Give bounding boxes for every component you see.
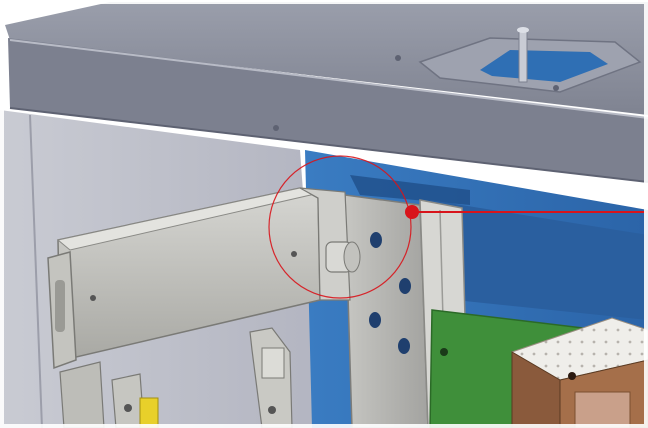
vertical-rod (518, 29, 528, 83)
box-inner-panel (574, 391, 631, 428)
hinge-plate (344, 194, 429, 428)
yellow-tab (139, 397, 159, 428)
callout-circle (268, 155, 412, 299)
rail-hole (291, 251, 297, 257)
frame-bottom-edge (9, 107, 648, 183)
blue-panel-dark-strip (430, 200, 648, 320)
box-screw (568, 372, 576, 380)
perforated-box-front (511, 351, 561, 428)
screw-hole (273, 125, 279, 131)
rod-cap (517, 27, 529, 33)
board-hole (440, 348, 448, 356)
lower-bracket-mid (111, 373, 145, 428)
rail-end-slot (55, 280, 65, 332)
plate-hole (369, 312, 381, 328)
bracket-hole (268, 406, 276, 414)
hinge-pin-head (343, 241, 361, 273)
plate-hole (399, 278, 411, 294)
plate-hole (370, 232, 382, 248)
plate-hole (398, 338, 410, 354)
wall-edge (29, 114, 43, 428)
frame-edge-highlight (9, 39, 648, 119)
bracket-hole (124, 404, 132, 412)
screw-hole (553, 85, 559, 91)
frame-top-surface (5, 2, 648, 115)
screw-hole (395, 55, 401, 61)
blue-panel-shadow (350, 175, 470, 205)
top-opening-hole (480, 50, 608, 82)
frame-front-face (8, 38, 648, 182)
bracket-block (261, 347, 285, 379)
lower-bracket-left (59, 361, 105, 428)
callout-marker-dot (405, 205, 419, 219)
rail-hole (90, 295, 96, 301)
